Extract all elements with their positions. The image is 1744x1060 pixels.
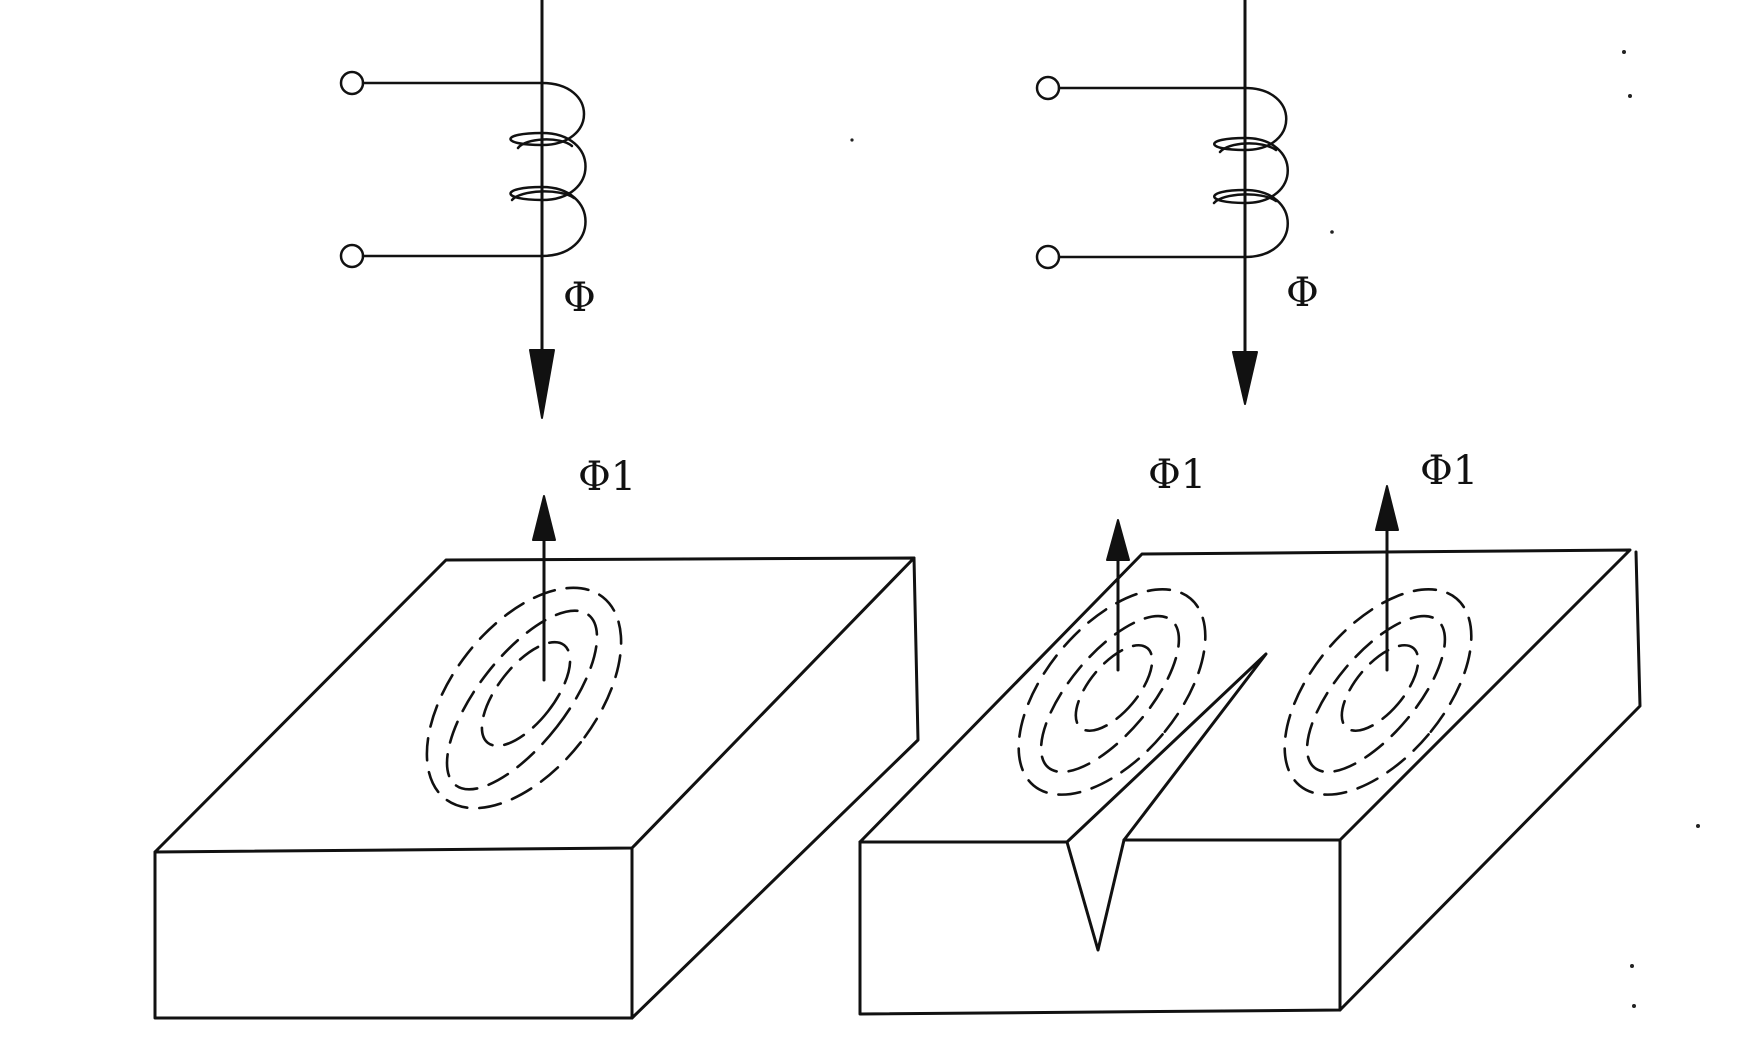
left-conductive-block [153,556,920,1020]
right-eddy-current-loops-left [1017,588,1207,796]
left-coil-terminal-bottom [339,243,365,269]
left-coil-winding-fronts [510,138,576,202]
left-panel: Φ Φ1 [153,0,920,1020]
left-induced-flux-arrow [532,495,556,682]
right-coil-terminal-top [1035,75,1061,101]
left-eddy-current-loops [425,586,623,810]
right-coil-terminal-bottom [1035,244,1061,270]
left-block-front-face [153,846,634,1020]
right-induced-flux-label-left: Φ1 [1148,452,1206,498]
left-coil-flux-label: Φ [563,275,596,321]
right-coil-windings [1213,86,1289,259]
right-block-top-face [858,548,1632,844]
right-coil-flux-label: Φ [1286,270,1319,316]
left-coil-windings [509,81,587,258]
right-coil-winding-fronts [1212,142,1278,205]
crack-front-notch [1065,838,1126,952]
right-block-front-face [858,838,1342,1016]
right-eddy-current-loops-right [1283,588,1473,796]
right-excitation-coil [1035,0,1289,405]
right-block-side-face [1338,550,1642,1012]
scan-specks [850,50,1700,1008]
left-flux-arrowhead [529,349,555,419]
left-excitation-coil [339,0,587,419]
surface-crack [1065,652,1268,952]
right-induced-flux-arrow-left [1106,519,1130,672]
right-panel: Φ Φ1 Φ1 [858,0,1642,1016]
crack-top-opening [1065,652,1268,844]
right-induced-flux-arrow-right [1375,485,1399,672]
left-induced-flux-label: Φ1 [578,454,636,500]
left-coil-terminal-top [339,70,365,96]
left-block-top-face [153,556,916,854]
right-conductive-block [858,548,1642,1016]
right-flux-arrowhead [1232,351,1258,405]
right-induced-flux-label-right: Φ1 [1420,448,1478,494]
left-block-side-face [630,556,920,1020]
